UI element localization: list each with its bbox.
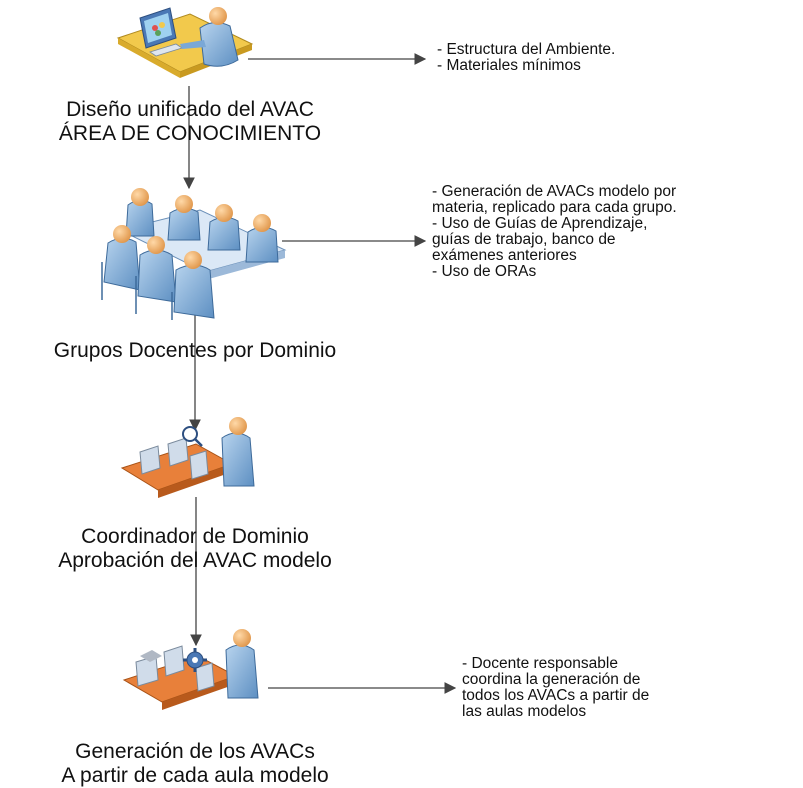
stage-label-line: Diseño unificado del AVAC xyxy=(66,98,314,121)
stage-label-line: Generación de los AVACs xyxy=(75,740,315,763)
stage-label-coordinador: Coordinador de Dominio Aprobación del AV… xyxy=(20,525,370,573)
stage-label-line: ÁREA DE CONOCIMIENTO xyxy=(58,122,322,145)
note-line: materia, replicado para cada grupo. xyxy=(432,199,677,216)
stage-label-line: Grupos Docentes por Dominio xyxy=(53,339,337,362)
note-line: - Uso de ORAs xyxy=(432,263,537,280)
production-conveyor-icon xyxy=(122,629,259,710)
note-generacion: - Docente responsable coordina la genera… xyxy=(462,656,649,720)
stage-label-line: Aprobación del AVAC modelo xyxy=(58,549,332,572)
note-grupos: - Generación de AVACs modelo por materia… xyxy=(432,184,677,280)
note-line: - Materiales mínimos xyxy=(437,57,581,74)
designer-at-computer-icon xyxy=(116,7,254,78)
note-diseno: - Estructura del Ambiente. - Materiales … xyxy=(437,42,615,74)
note-line: - Docente responsable xyxy=(462,655,618,672)
stage-label-line: Coordinador de Dominio xyxy=(81,525,309,548)
note-line: - Uso de Guías de Aprendizaje, xyxy=(432,215,648,232)
note-line: guías de trabajo, banco de xyxy=(432,231,616,248)
stage-label-grupos: Grupos Docentes por Dominio xyxy=(10,339,380,363)
meeting-group-icon xyxy=(101,188,287,320)
note-line: exámenes anteriores xyxy=(432,247,577,264)
stage-label-generacion: Generación de los AVACs A partir de cada… xyxy=(20,740,370,788)
note-line: todos los AVACs a partir de xyxy=(462,687,650,704)
note-line: - Generación de AVACs modelo por xyxy=(432,183,677,200)
stage-label-line: A partir de cada aula modelo xyxy=(61,764,329,787)
note-line: las aulas modelos xyxy=(462,703,587,720)
note-line: - Estructura del Ambiente. xyxy=(437,41,616,58)
inspection-conveyor-icon xyxy=(120,417,255,498)
flow-connectors xyxy=(183,86,202,647)
stage-label-diseno: Diseño unificado del AVAC ÁREA DE CONOCI… xyxy=(20,98,360,146)
note-line: coordina la generación de xyxy=(462,671,641,688)
note-connectors xyxy=(248,53,457,694)
